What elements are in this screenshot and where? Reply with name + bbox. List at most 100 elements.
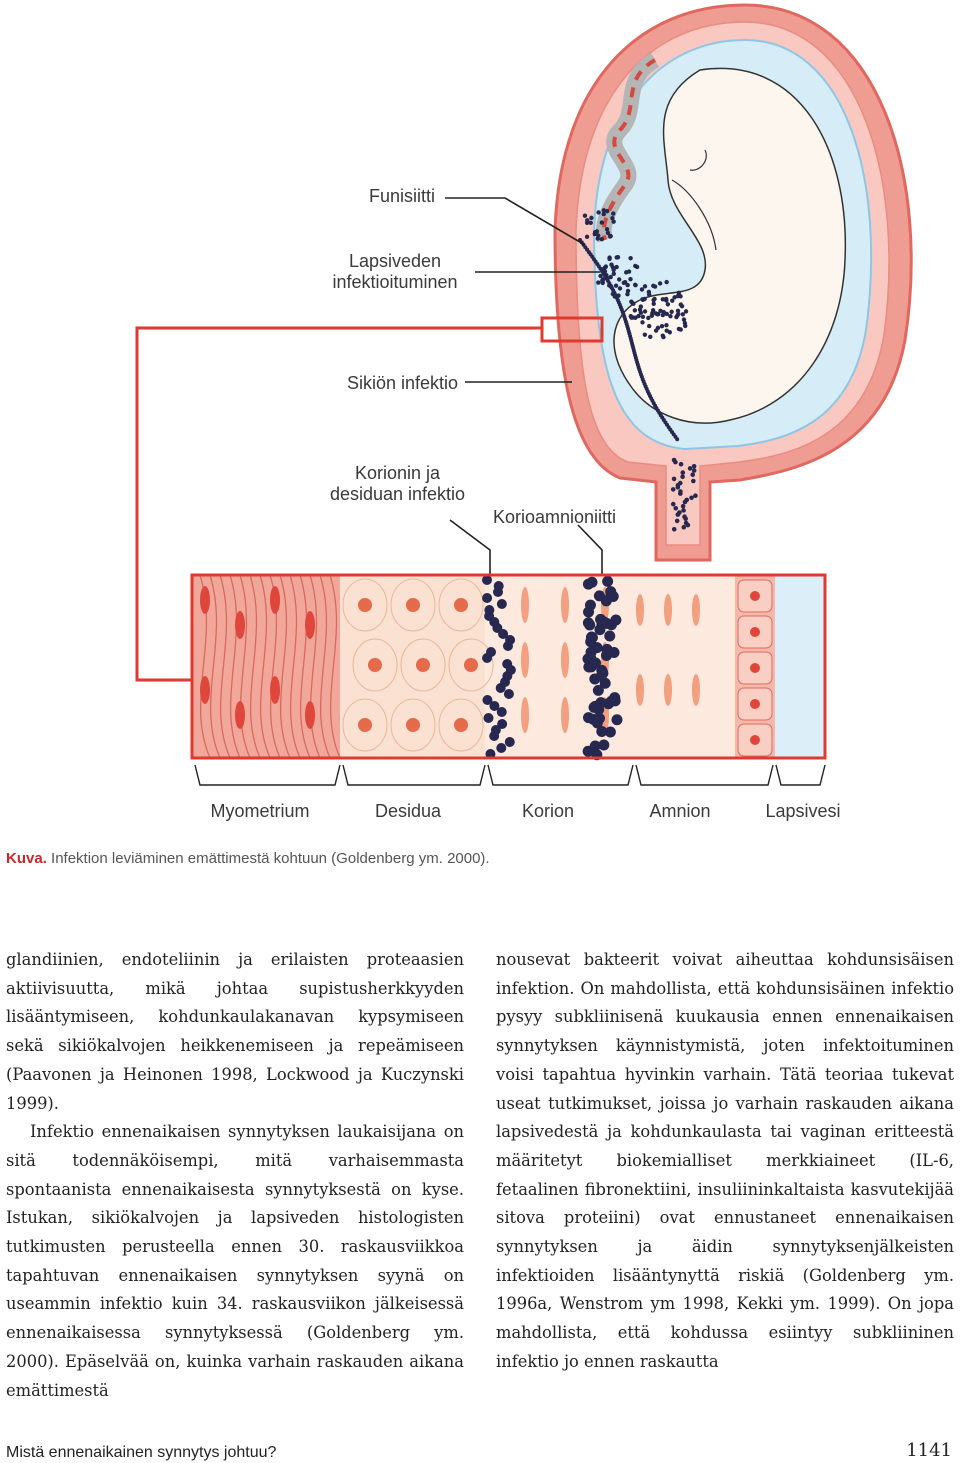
bacterium: [675, 293, 680, 299]
chorion-cell: [561, 697, 569, 733]
bacterium: [596, 280, 601, 285]
bacterium: [582, 578, 594, 590]
muscle-nucleus: [235, 701, 245, 729]
bacterium: [497, 719, 508, 729]
bacterium: [614, 264, 619, 270]
bacterium: [587, 713, 599, 725]
bacterium: [607, 255, 612, 260]
bacterium: [625, 282, 630, 288]
bacterium: [604, 209, 610, 214]
bacterium: [687, 466, 693, 471]
label-lapsiveden-line2: infektioituminen: [332, 272, 458, 292]
bacterium: [603, 264, 609, 269]
bacterium: [611, 714, 623, 726]
cell-nucleus: [750, 591, 760, 601]
bacterium: [636, 313, 641, 319]
bacterium: [639, 287, 645, 292]
cell-nucleus: [454, 718, 468, 732]
bacterium: [646, 315, 651, 321]
amnion-cell: [664, 594, 672, 626]
label-lapsiveden-line1: Lapsiveden: [348, 251, 442, 271]
bacterium: [669, 309, 674, 315]
bacterium: [588, 220, 593, 226]
bacterium: [693, 493, 698, 499]
bacterium: [681, 524, 687, 530]
bacterium: [496, 707, 507, 717]
bacterium: [584, 234, 590, 239]
label-korionin-line2: desiduan infektio: [329, 484, 466, 504]
bacterium: [605, 230, 611, 236]
bacterium: [493, 587, 504, 597]
bacterium: [608, 233, 613, 239]
bacterium: [604, 630, 616, 642]
bacterium: [613, 283, 619, 288]
bacterium: [584, 619, 596, 631]
muscle-fiber: [299, 574, 311, 759]
bacterium: [591, 642, 603, 654]
bacterium: [680, 503, 686, 509]
bacterium: [678, 327, 683, 332]
decidual-cell: [390, 698, 436, 752]
muscle-fiber: [309, 574, 321, 759]
text-column-left: glandiinien, endoteliinin ja erilaisten …: [6, 946, 464, 1405]
bacterium: [498, 629, 509, 639]
cell-nucleus: [454, 598, 468, 612]
label-korionin-line1: Korionin ja: [354, 463, 441, 483]
bacterium: [674, 518, 680, 524]
decidual-cell: [400, 638, 446, 692]
bacterium: [601, 617, 613, 629]
muscle-nucleus: [305, 701, 315, 729]
bacterium: [589, 215, 594, 221]
bacterium: [589, 700, 601, 712]
bacterium: [601, 208, 606, 213]
muscle-nucleus: [200, 586, 210, 614]
bacterium: [585, 631, 597, 643]
layer-desidua: Desidua: [374, 801, 442, 821]
bacterium: [598, 739, 610, 751]
cell-nucleus: [358, 598, 372, 612]
bacterium: [682, 499, 688, 505]
bacterium: [611, 211, 616, 216]
cell-nucleus: [750, 627, 760, 637]
bacterium: [664, 311, 670, 317]
cell-nucleus: [406, 718, 420, 732]
bacterium: [628, 276, 633, 282]
bacterium: [670, 487, 676, 492]
label-funisiitti: Funisiitti: [368, 186, 435, 206]
caption-prefix: Kuva.: [6, 850, 47, 867]
amnion-cell: [692, 674, 700, 706]
layer-myometrium: Myometrium: [210, 801, 310, 821]
cell-nucleus: [416, 658, 430, 672]
bacterium: [589, 740, 601, 752]
chorion-cell: [521, 587, 529, 623]
bacterium: [617, 286, 623, 291]
bacterium: [691, 478, 696, 484]
cell-nucleus: [750, 735, 760, 745]
layer-amnion: Amnion: [649, 801, 711, 821]
amnion-cell: [636, 674, 644, 706]
muscle-fiber: [209, 574, 221, 759]
bacterium: [680, 474, 685, 480]
chorion-cell: [521, 642, 529, 678]
text-column-right: nousevat bakteerit voivat aiheuttaa kohd…: [496, 946, 954, 1377]
muscle-nucleus: [305, 611, 315, 639]
bacterium: [667, 330, 673, 335]
bacterium: [584, 220, 590, 225]
decidual-cell: [342, 578, 388, 632]
bacterium: [583, 606, 595, 618]
bacterium: [610, 215, 615, 221]
bacterium: [625, 291, 630, 297]
bacterium: [604, 227, 610, 232]
muscle-fiber: [229, 574, 241, 759]
bacterium: [678, 461, 684, 467]
bacterium: [660, 333, 665, 338]
bacterium: [632, 308, 638, 313]
bacterium: [642, 309, 648, 314]
bacterium: [633, 282, 638, 288]
label-sikion-infektio: Sikiön infektio: [346, 373, 458, 393]
tissue-section: [190, 573, 827, 761]
bacterium: [650, 310, 655, 316]
bacterium: [670, 501, 676, 507]
cell-nucleus: [464, 658, 478, 672]
decidual-cell: [342, 698, 388, 752]
